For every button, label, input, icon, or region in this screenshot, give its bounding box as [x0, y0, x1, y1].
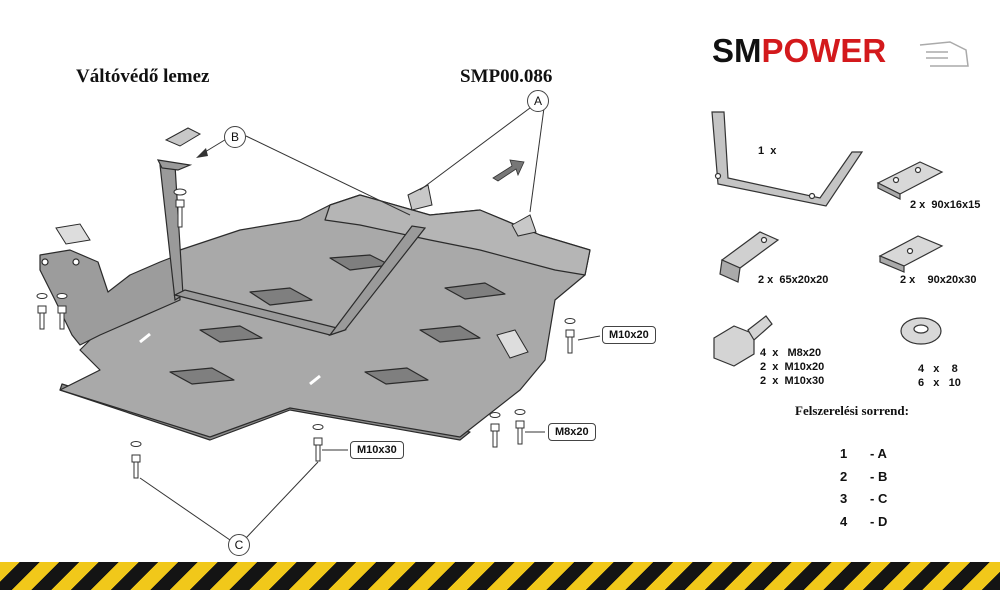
brand-part-1: SM [712, 32, 762, 69]
bolt-label-m8x20: M8x20 [548, 423, 596, 441]
sequence-step: 2- B [840, 469, 888, 484]
bolt-icon [36, 293, 48, 330]
clip-a2 [511, 214, 537, 237]
slot [364, 367, 429, 385]
slot [199, 325, 263, 343]
bolt-icon [312, 424, 324, 462]
bolt-label-m10x30: M10x30 [350, 441, 404, 459]
sequence-step: 1- A [840, 446, 887, 461]
slot [419, 325, 481, 343]
slot [249, 287, 313, 306]
bracket-part [711, 111, 864, 207]
bolt-icon [564, 318, 576, 354]
callout-a: A [527, 90, 549, 112]
callout-lines [139, 101, 601, 541]
slot [444, 282, 506, 300]
sequence-title: Felszerelési sorrend: [795, 403, 909, 418]
part-label-90x16x15: 2 x 90x16x15 [910, 199, 981, 211]
part-label-65x20x20: 2 x 65x20x20 [758, 274, 829, 286]
washer-part [900, 317, 942, 345]
clip-right [496, 329, 529, 359]
bracket-top-clip [156, 159, 193, 171]
mark [309, 374, 321, 386]
bolt-icon [514, 409, 526, 445]
brand-part-2: POWER [761, 32, 887, 69]
bolt-label-m10x20: M10x20 [602, 326, 656, 344]
callout-b: B [224, 126, 246, 148]
part-label-bracket: 1 x [758, 145, 777, 157]
skid-plate [39, 194, 591, 441]
sequence-step: 4- D [840, 514, 888, 529]
brand-logo: SMPOWER [712, 34, 886, 67]
bolts [36, 188, 576, 479]
clip-b [164, 127, 202, 147]
part-label-washer-1: 4 x 8 [918, 363, 958, 375]
car-outline-icon [919, 41, 969, 67]
mount-hole [72, 258, 80, 266]
part-label-washer-2: 6 x 10 [918, 377, 961, 389]
bolt-icon [130, 441, 142, 479]
slot [169, 367, 235, 385]
product-code: SMP00.086 [460, 66, 553, 87]
clip-a1 [407, 184, 433, 211]
plate-part-90x16x15 [876, 161, 944, 200]
page-title: Váltóvédő lemez [76, 66, 210, 87]
plate-part-90x20x30 [878, 235, 944, 273]
bracket-diagonal [328, 225, 427, 337]
part-label-90x20x30: 2 x 90x20x30 [900, 274, 977, 286]
mark [139, 332, 151, 344]
bolt-icon [489, 412, 501, 448]
part-label-bolt-1: 4 x M8x20 [760, 347, 822, 359]
part-label-bolt-3: 2 x M10x30 [760, 375, 825, 387]
cross-bracket [156, 159, 427, 337]
mount-hole [41, 258, 49, 266]
bolt-part [713, 315, 773, 367]
skid-plate-raised-section [324, 194, 591, 276]
hazard-stripe [0, 562, 1000, 590]
sequence-step: 3- C [840, 491, 888, 506]
clips [55, 127, 537, 359]
wedge-part-65x20x20 [719, 231, 780, 283]
bolt-icon [56, 293, 68, 330]
bolt-icon [173, 188, 187, 228]
direction-arrow-icon [492, 159, 525, 182]
clip-left [55, 223, 91, 245]
part-label-bolt-2: 2 x M10x20 [760, 361, 825, 373]
arrow-head-icon [196, 148, 208, 158]
stamped-slots [169, 254, 506, 385]
callout-c: C [228, 534, 250, 556]
